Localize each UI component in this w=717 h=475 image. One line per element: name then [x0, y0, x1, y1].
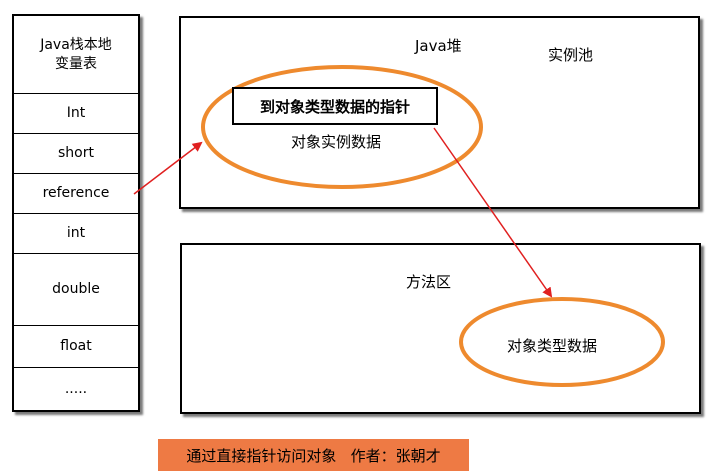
stack-row-label: Int — [66, 105, 86, 121]
stack-row-int: Int — [14, 93, 138, 133]
stack-row-reference: reference — [14, 173, 138, 213]
stack-row-short: short — [14, 133, 138, 173]
stack-row-label: short — [58, 145, 94, 161]
java-heap-title: Java堆 — [415, 37, 462, 55]
method-area-title: 方法区 — [406, 273, 452, 291]
stack-row-ellipsis: ..... — [14, 367, 138, 410]
object-instance-label: 对象实例数据 — [291, 133, 382, 151]
stack-row-int-2: int — [14, 213, 138, 253]
stack-row-label: double — [52, 281, 100, 297]
stack-table-header: Java栈本地 变量表 — [14, 16, 138, 93]
stack-row-label: ..... — [64, 380, 88, 397]
type-pointer-label: 到对象类型数据的指针 — [259, 97, 410, 116]
instance-pool-label: 实例池 — [548, 46, 594, 64]
stack-row-label: reference — [42, 185, 110, 201]
caption-text: 通过直接指针访问对象 作者：张朝才 — [186, 446, 441, 465]
stack-row-label: int — [66, 225, 86, 241]
caption-banner: 通过直接指针访问对象 作者：张朝才 — [158, 439, 469, 471]
type-pointer-box: 到对象类型数据的指针 — [232, 87, 438, 125]
stack-row-label: float — [60, 338, 92, 354]
stack-row-float: float — [14, 325, 138, 367]
stack-table-title: Java栈本地 变量表 — [40, 36, 112, 72]
stack-local-variable-table: Java栈本地 变量表 Int short reference int doub… — [12, 14, 140, 412]
object-type-data-label: 对象类型数据 — [507, 337, 598, 355]
method-area-box — [180, 243, 701, 414]
stack-row-double: double — [14, 253, 138, 325]
